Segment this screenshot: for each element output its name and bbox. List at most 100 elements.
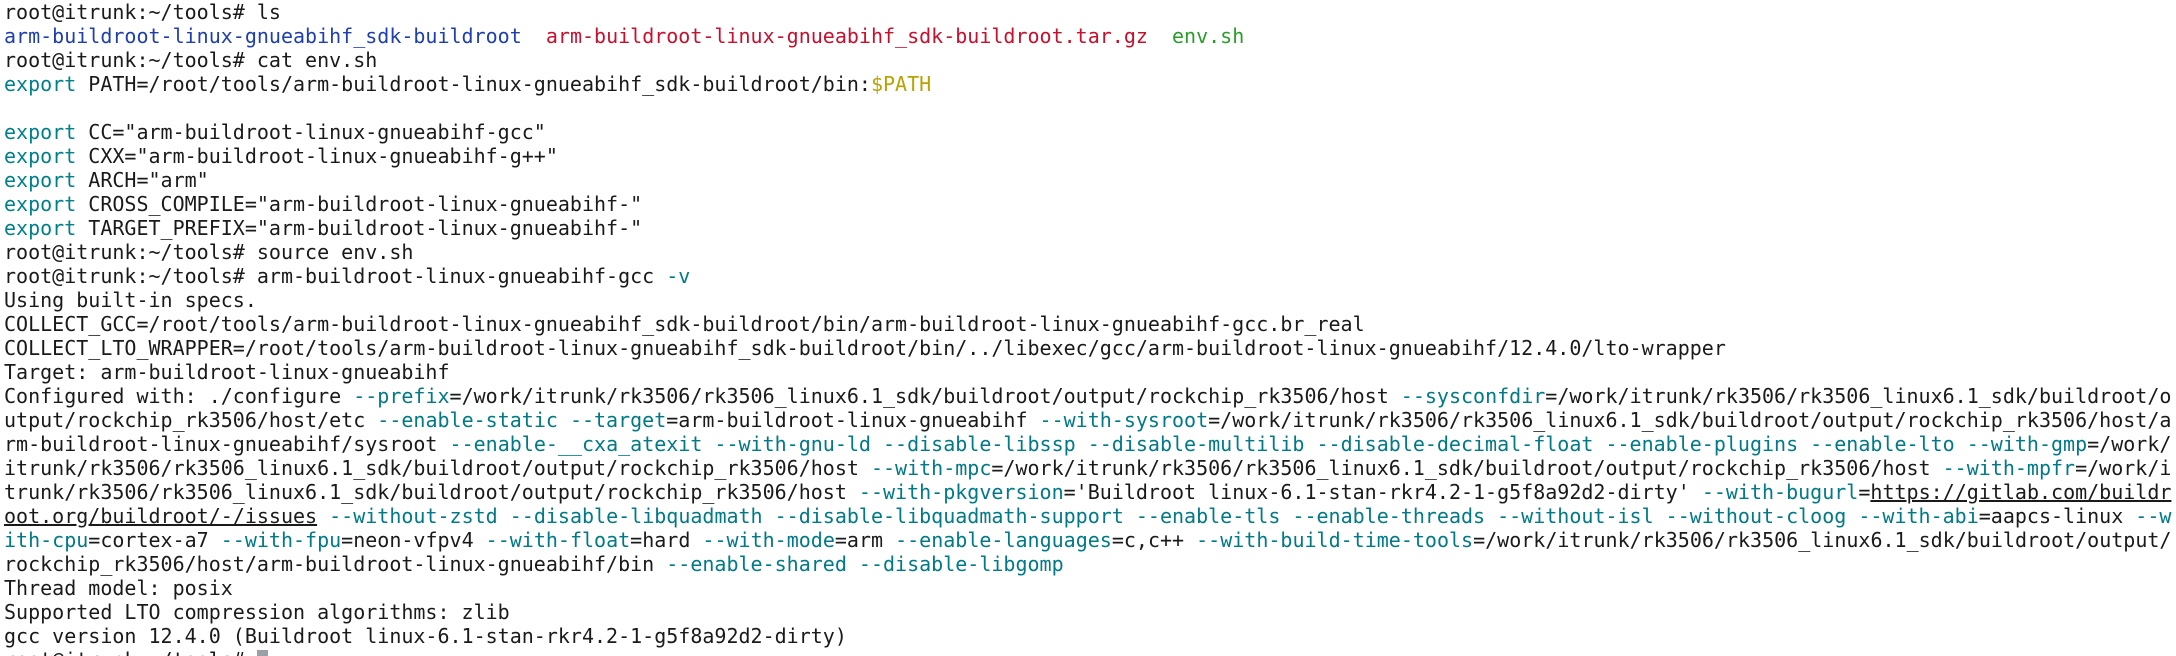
terminal-line: COLLECT_LTO_WRAPPER=/root/tools/arm-buil… xyxy=(4,336,2172,360)
terminal-line: root@itrunk:~/tools# ls xyxy=(4,0,2172,24)
terminal-line: root@itrunk:~/tools# xyxy=(4,648,2172,656)
command-option: --with-float xyxy=(485,528,631,552)
terminal-line: utput/rockchip_rk3506/host/etc --enable-… xyxy=(4,408,2172,432)
terminal-text: rm-buildroot-linux-gnueabihf/sysroot xyxy=(4,432,450,456)
bug-url-link[interactable]: oot.org/buildroot/-/issues xyxy=(4,504,318,528)
bug-url-link[interactable]: https://gitlab.com/buildr xyxy=(1870,480,2172,504)
command-option: --with-mpc xyxy=(870,456,992,480)
terminal-text: root@itrunk:~/tools# xyxy=(4,648,257,656)
executable-entry: env.sh xyxy=(1172,24,1245,48)
shell-keyword: export xyxy=(4,192,77,216)
terminal-text: itrunk/rk3506/rk3506_linux6.1_sdk/buildr… xyxy=(4,456,871,480)
terminal-text: =hard xyxy=(630,528,703,552)
terminal-text xyxy=(1148,24,1172,48)
command-option: --w xyxy=(2135,504,2172,528)
terminal-text: TARGET_PREFIX="arm-buildroot-linux-gnuea… xyxy=(76,216,643,240)
command-option: -v xyxy=(666,264,691,288)
terminal-line: export CXX="arm-buildroot-linux-gnueabih… xyxy=(4,144,2172,168)
command-option: --sysconfdir xyxy=(1400,384,1546,408)
terminal-text: =/work/itrunk/rk3506/rk3506_linux6.1_sdk… xyxy=(1545,384,2172,408)
terminal-text: CXX="arm-buildroot-linux-gnueabihf-g++" xyxy=(76,144,558,168)
terminal-text: root@itrunk:~/tools# ls xyxy=(4,0,281,24)
terminal-text: root@itrunk:~/tools# source env.sh xyxy=(4,240,414,264)
terminal-text: Using built-in specs. xyxy=(4,288,257,312)
terminal-text: =aapcs-linux xyxy=(1978,504,2136,528)
command-option: --with-mode xyxy=(702,528,835,552)
terminal-text: =arm xyxy=(834,528,896,552)
terminal-line: itrunk/rk3506/rk3506_linux6.1_sdk/buildr… xyxy=(4,456,2172,480)
terminal-text: CC="arm-buildroot-linux-gnueabihf-gcc" xyxy=(76,120,546,144)
terminal-line: Supported LTO compression algorithms: zl… xyxy=(4,600,2172,624)
terminal-text: Configured with: ./configure xyxy=(4,384,354,408)
terminal-text: utput/rockchip_rk3506/host/etc xyxy=(4,408,378,432)
terminal-line: trunk/rk3506/rk3506_linux6.1_sdk/buildro… xyxy=(4,480,2172,504)
terminal-text xyxy=(317,504,329,528)
command-option: ith-cpu xyxy=(4,528,89,552)
terminal-text: =/work/itrunk/rk3506/rk3506_linux6.1_sdk… xyxy=(449,384,1401,408)
shell-keyword: export xyxy=(4,120,77,144)
command-option: --enable-static --target xyxy=(377,408,667,432)
terminal-line: root@itrunk:~/tools# source env.sh xyxy=(4,240,2172,264)
shell-variable: $PATH xyxy=(870,72,932,96)
command-option: --with-fpu xyxy=(220,528,342,552)
terminal-line: export ARCH="arm" xyxy=(4,168,2172,192)
terminal-text: COLLECT_GCC=/root/tools/arm-buildroot-li… xyxy=(4,312,1365,336)
shell-keyword: export xyxy=(4,72,77,96)
command-option: --prefix xyxy=(353,384,450,408)
terminal-line: rm-buildroot-linux-gnueabihf/sysroot --e… xyxy=(4,432,2172,456)
terminal-text: =arm-buildroot-linux-gnueabihf xyxy=(666,408,1040,432)
terminal-text: =/work/itrunk/rk3506/rk3506_linux6.1_sdk… xyxy=(1473,528,2172,552)
terminal-line: export CC="arm-buildroot-linux-gnueabihf… xyxy=(4,120,2172,144)
terminal-line: ith-cpu=cortex-a7 --with-fpu=neon-vfpv4 … xyxy=(4,528,2172,552)
command-option: --without-zstd --disable-libquadmath --d… xyxy=(329,504,1979,528)
terminal-text: =neon-vfpv4 xyxy=(341,528,486,552)
terminal-line: Configured with: ./configure --prefix=/w… xyxy=(4,384,2172,408)
shell-keyword: export xyxy=(4,168,77,192)
terminal-text: =/work/itrunk/rk3506/rk3506_linux6.1_sdk… xyxy=(991,456,1943,480)
terminal-text: =/work/ xyxy=(2087,432,2172,456)
terminal-text: Target: arm-buildroot-linux-gnueabihf xyxy=(4,360,450,384)
shell-keyword: export xyxy=(4,144,77,168)
terminal-text: CROSS_COMPILE="arm-buildroot-linux-gnuea… xyxy=(76,192,643,216)
command-option: --enable-shared --disable-libgomp xyxy=(666,552,1064,576)
terminal-cursor xyxy=(256,650,268,656)
command-option: --with-build-time-tools xyxy=(1196,528,1474,552)
terminal-text: rockchip_rk3506/host/arm-buildroot-linux… xyxy=(4,552,667,576)
terminal-text: =c,c++ xyxy=(1111,528,1197,552)
command-option: --with-mpfr xyxy=(1942,456,2076,480)
terminal-text: ='Buildroot linux-6.1-stan-rkr4.2-1-g5f8… xyxy=(1063,480,1702,504)
terminal-line: Thread model: posix xyxy=(4,576,2172,600)
terminal-text xyxy=(522,24,546,48)
terminal-text: PATH=/root/tools/arm-buildroot-linux-gnu… xyxy=(76,72,871,96)
terminal-line: arm-buildroot-linux-gnueabihf_sdk-buildr… xyxy=(4,24,2172,48)
terminal-line: gcc version 12.4.0 (Buildroot linux-6.1-… xyxy=(4,624,2172,648)
terminal-text: ARCH="arm" xyxy=(76,168,209,192)
terminal-line: root@itrunk:~/tools# cat env.sh xyxy=(4,48,2172,72)
terminal-text: =cortex-a7 xyxy=(88,528,221,552)
command-option: --enable-__cxa_atexit --with-gnu-ld --di… xyxy=(449,432,2088,456)
terminal-line: export CROSS_COMPILE="arm-buildroot-linu… xyxy=(4,192,2172,216)
terminal-text: =/work/itrunk/rk3506/rk3506_linux6.1_sdk… xyxy=(1208,408,2172,432)
terminal-text: COLLECT_LTO_WRAPPER=/root/tools/arm-buil… xyxy=(4,336,1726,360)
terminal-text: root@itrunk:~/tools# cat env.sh xyxy=(4,48,378,72)
terminal-text: Thread model: posix xyxy=(4,576,233,600)
terminal-text: root@itrunk:~/tools# arm-buildroot-linux… xyxy=(4,264,667,288)
terminal-text: =/work/i xyxy=(2075,456,2172,480)
command-option: --with-sysroot xyxy=(1039,408,1209,432)
terminal-line: export PATH=/root/tools/arm-buildroot-li… xyxy=(4,72,2172,96)
directory-entry: arm-buildroot-linux-gnueabihf_sdk-buildr… xyxy=(4,24,522,48)
terminal-line xyxy=(4,96,2172,120)
terminal-line: rockchip_rk3506/host/arm-buildroot-linux… xyxy=(4,552,2172,576)
command-option: --with-pkgversion xyxy=(858,480,1064,504)
terminal-line: Using built-in specs. xyxy=(4,288,2172,312)
command-option: --enable-languages xyxy=(895,528,1112,552)
terminal-line: export TARGET_PREFIX="arm-buildroot-linu… xyxy=(4,216,2172,240)
terminal-text: Supported LTO compression algorithms: zl… xyxy=(4,600,510,624)
terminal-line: COLLECT_GCC=/root/tools/arm-buildroot-li… xyxy=(4,312,2172,336)
terminal-text: = xyxy=(1858,480,1871,504)
terminal-line: root@itrunk:~/tools# arm-buildroot-linux… xyxy=(4,264,2172,288)
archive-entry: arm-buildroot-linux-gnueabihf_sdk-buildr… xyxy=(545,24,1148,48)
terminal-text: gcc version 12.4.0 (Buildroot linux-6.1-… xyxy=(4,624,847,648)
terminal-line: Target: arm-buildroot-linux-gnueabihf xyxy=(4,360,2172,384)
